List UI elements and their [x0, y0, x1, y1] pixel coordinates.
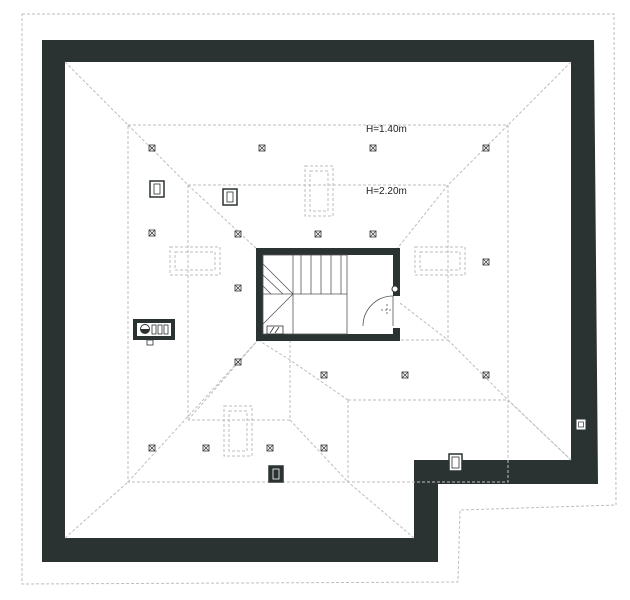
ceiling-light-icon — [234, 284, 242, 292]
height-label-high: H=2.20m — [366, 186, 407, 197]
ceiling-light-icon — [482, 371, 490, 379]
ceiling-light-icon — [148, 444, 156, 452]
ceiling-light-icon — [148, 144, 156, 152]
socket-icon — [149, 180, 165, 198]
ceiling-light-icon — [258, 144, 266, 152]
roof-lines — [64, 61, 572, 539]
socket-icon — [268, 465, 284, 483]
eave-outline — [21, 13, 617, 585]
ceiling-light-icon — [320, 371, 328, 379]
ceiling-light-icon — [369, 230, 377, 238]
ceiling-light-icon — [314, 230, 322, 238]
ceiling-fixtures — [148, 144, 490, 452]
ceiling-light-icon — [482, 144, 490, 152]
stair-socket-icon — [266, 325, 284, 335]
ceiling-light-icon — [234, 358, 242, 366]
ceiling-light-icon — [202, 444, 210, 452]
ceiling-light-icon — [234, 230, 242, 238]
height-label-low: H=1.40m — [366, 124, 407, 135]
ceiling-light-icon — [482, 258, 490, 266]
ceiling-light-icon — [266, 444, 274, 452]
wall-sockets — [149, 180, 284, 483]
ceiling-light-icon — [148, 229, 156, 237]
distribution-panel-icon — [133, 319, 175, 346]
right-wall-socket-icon — [575, 418, 587, 431]
stairwell — [256, 248, 400, 341]
notch-socket-icon — [448, 453, 463, 472]
ceiling-light-icon — [320, 444, 328, 452]
ceiling-light-icon — [401, 371, 409, 379]
socket-icon — [222, 188, 238, 206]
ceiling-light-icon — [369, 144, 377, 152]
roof-windows — [169, 165, 466, 457]
